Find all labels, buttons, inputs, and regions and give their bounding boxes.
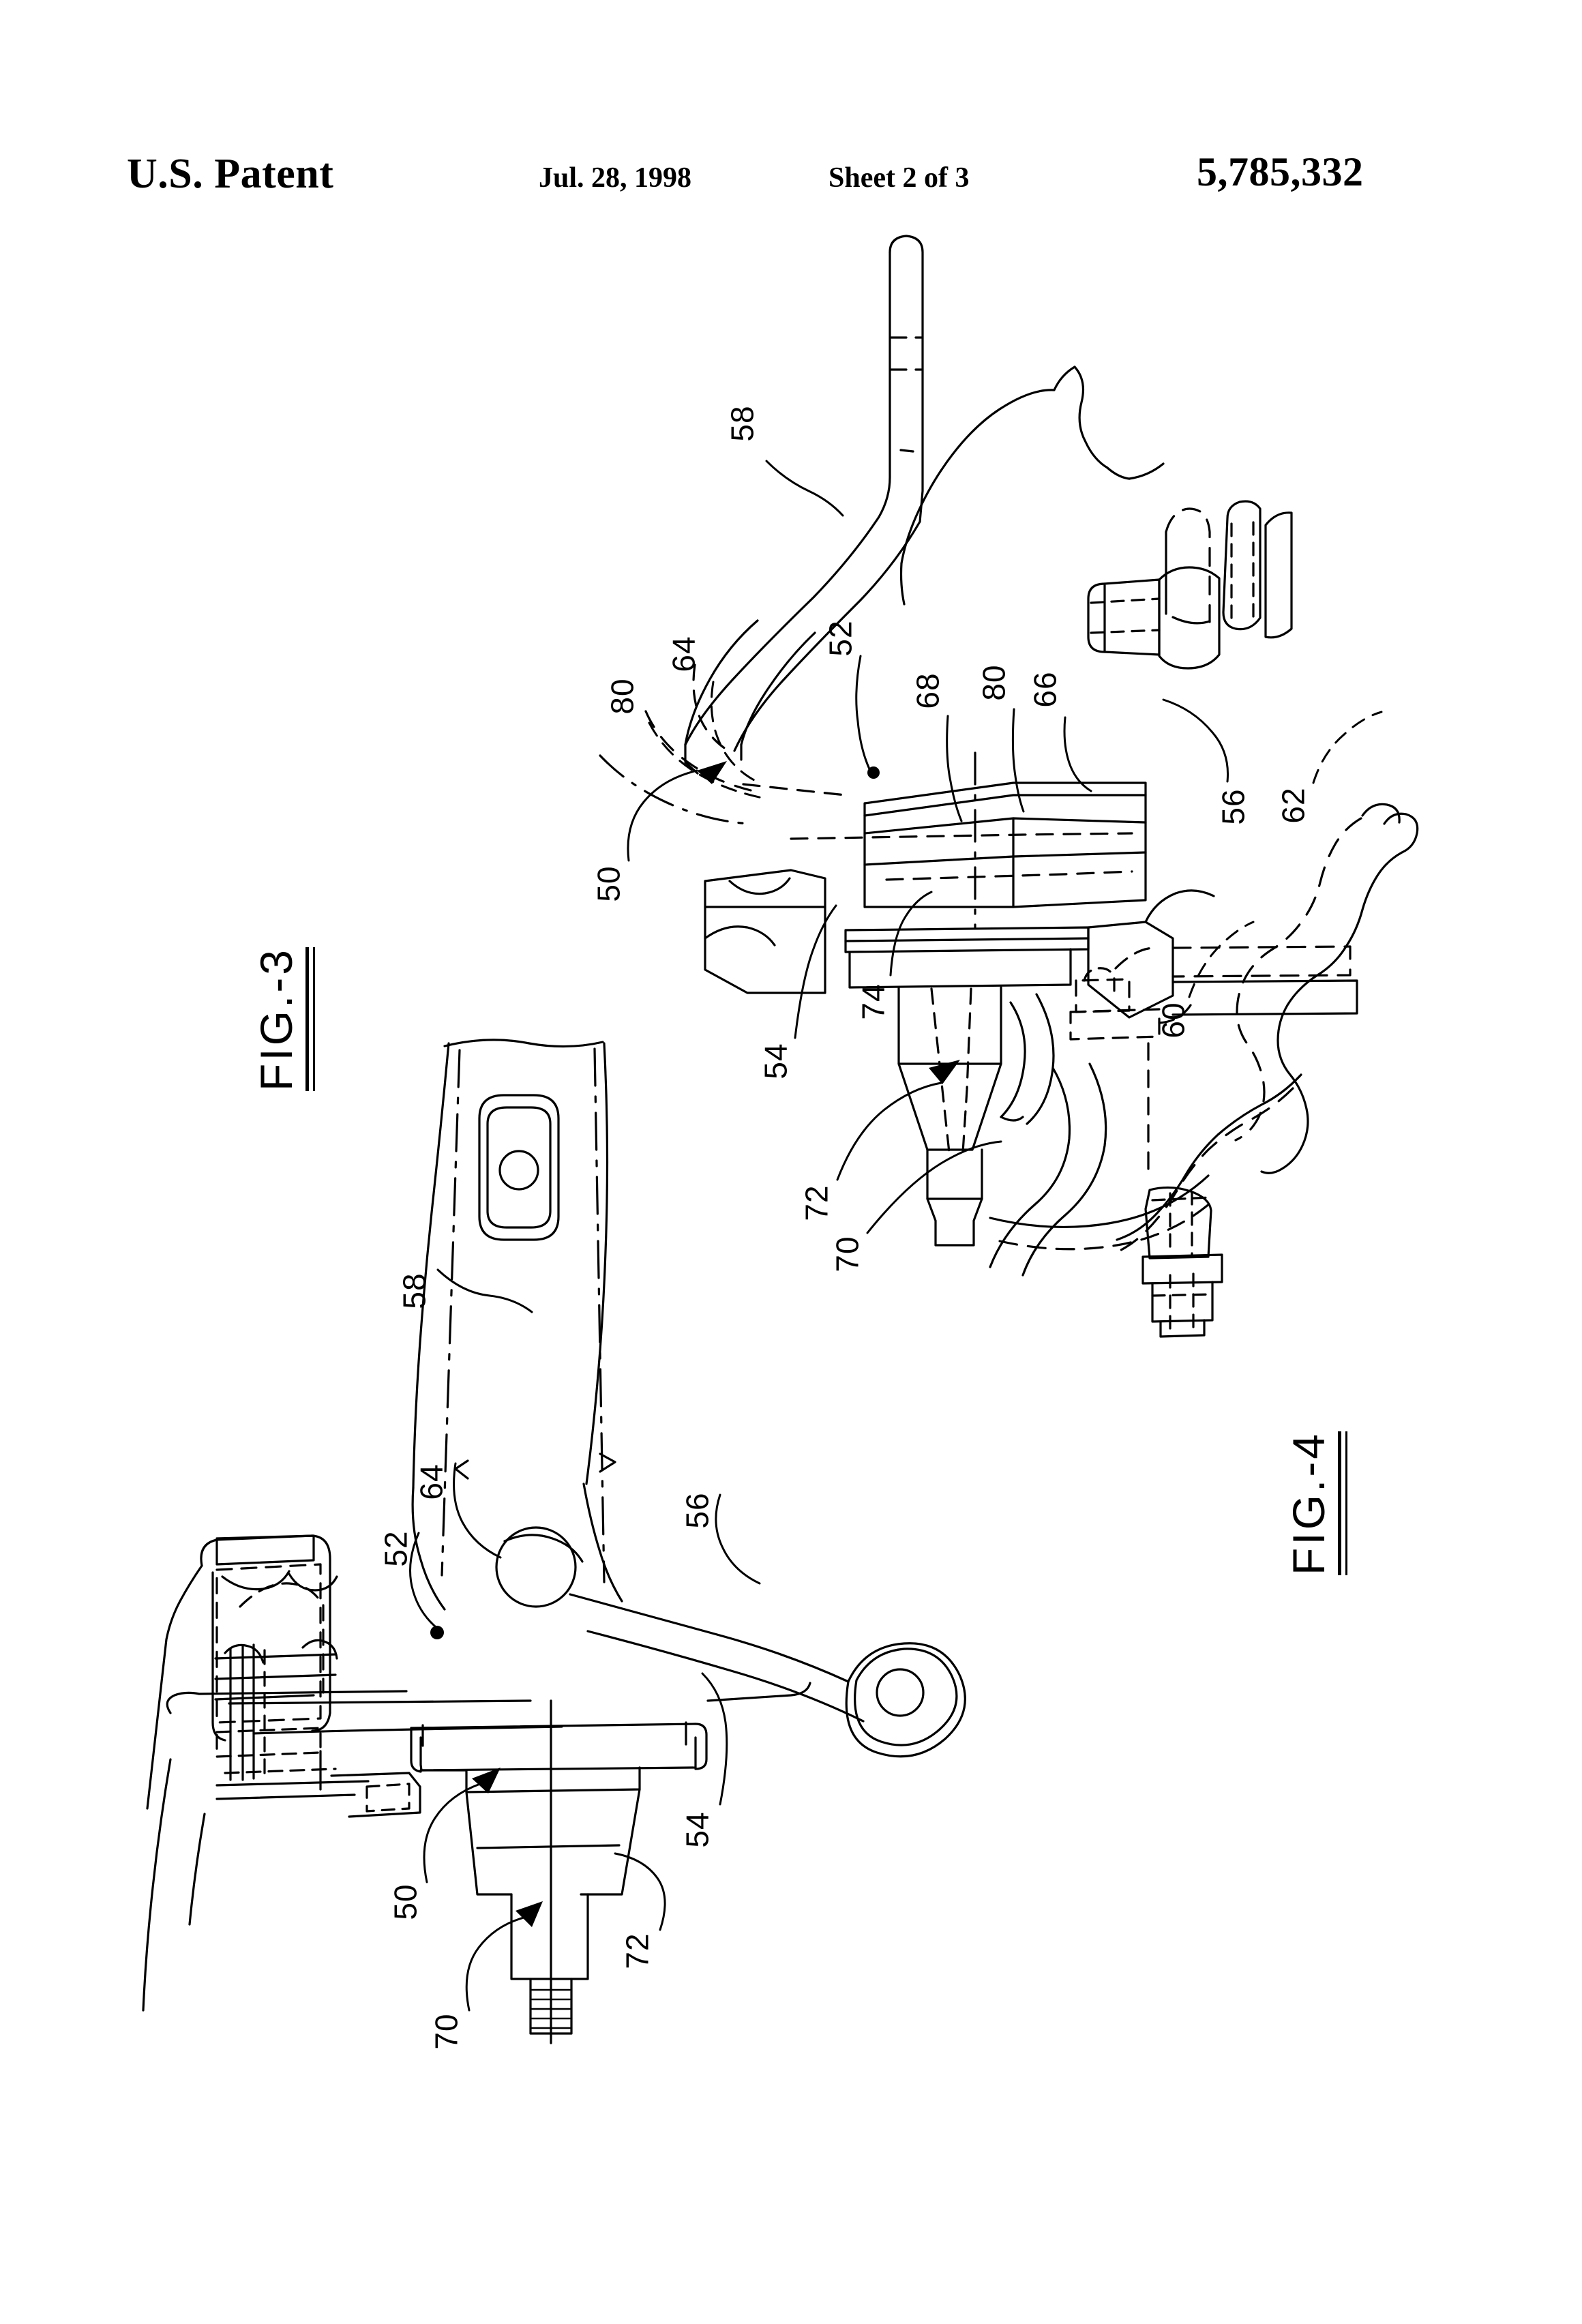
reference-numeral-72: 72 — [619, 1933, 655, 1969]
figure-4-underline-thick — [1338, 1431, 1341, 1575]
figure-3-linework — [142, 1039, 966, 2044]
reference-numeral-58: 58 — [724, 405, 760, 442]
figure-4-caption: FIG.-4 — [1283, 1431, 1352, 1575]
patent-number: 5,785,332 — [1197, 149, 1364, 194]
figure-4-underline-thin — [1345, 1431, 1347, 1575]
patent-date: Jul. 28, 1998 — [539, 162, 692, 194]
reference-numeral-50: 50 — [387, 1883, 423, 1920]
sheet-header: U.S. Patent Jul. 28, 1998 Sheet 2 of 3 5… — [0, 151, 1582, 213]
reference-numeral-56: 56 — [679, 1492, 715, 1529]
figure-4-caption-text: FIG.-4 — [1283, 1431, 1334, 1575]
reference-numeral-62: 62 — [1275, 787, 1311, 824]
reference-numeral-68: 68 — [910, 672, 946, 709]
figure-3-underline-thick — [305, 947, 309, 1091]
reference-numeral-80: 80 — [604, 678, 640, 715]
reference-numeral-64: 64 — [666, 636, 702, 672]
reference-numeral-66: 66 — [1027, 671, 1063, 708]
reference-numeral-72: 72 — [799, 1185, 835, 1221]
reference-numeral-70: 70 — [428, 2013, 464, 2050]
reference-numeral-54: 54 — [679, 1811, 715, 1848]
sheet-number: Sheet 2 of 3 — [829, 162, 970, 194]
reference-numeral-58: 58 — [396, 1272, 432, 1309]
figure-3-caption: FIG.-3 — [251, 947, 319, 1091]
reference-numeral-60: 60 — [1155, 1002, 1191, 1039]
reference-numeral-80: 80 — [976, 664, 1012, 701]
reference-numeral-54: 54 — [758, 1043, 794, 1079]
figure-4-linework — [599, 235, 1419, 1338]
reference-numeral-50: 50 — [591, 865, 627, 902]
reference-numeral-52: 52 — [822, 620, 859, 657]
reference-numeral-52: 52 — [378, 1530, 414, 1567]
patent-office-title: U.S. Patent — [127, 151, 334, 197]
reference-numeral-56: 56 — [1215, 788, 1251, 825]
figure-3-underline-thin — [313, 947, 315, 1091]
reference-numeral-70: 70 — [829, 1236, 865, 1272]
reference-numeral-74: 74 — [855, 983, 891, 1020]
reference-numeral-64: 64 — [413, 1463, 449, 1500]
figure-3-caption-text: FIG.-3 — [251, 947, 301, 1091]
